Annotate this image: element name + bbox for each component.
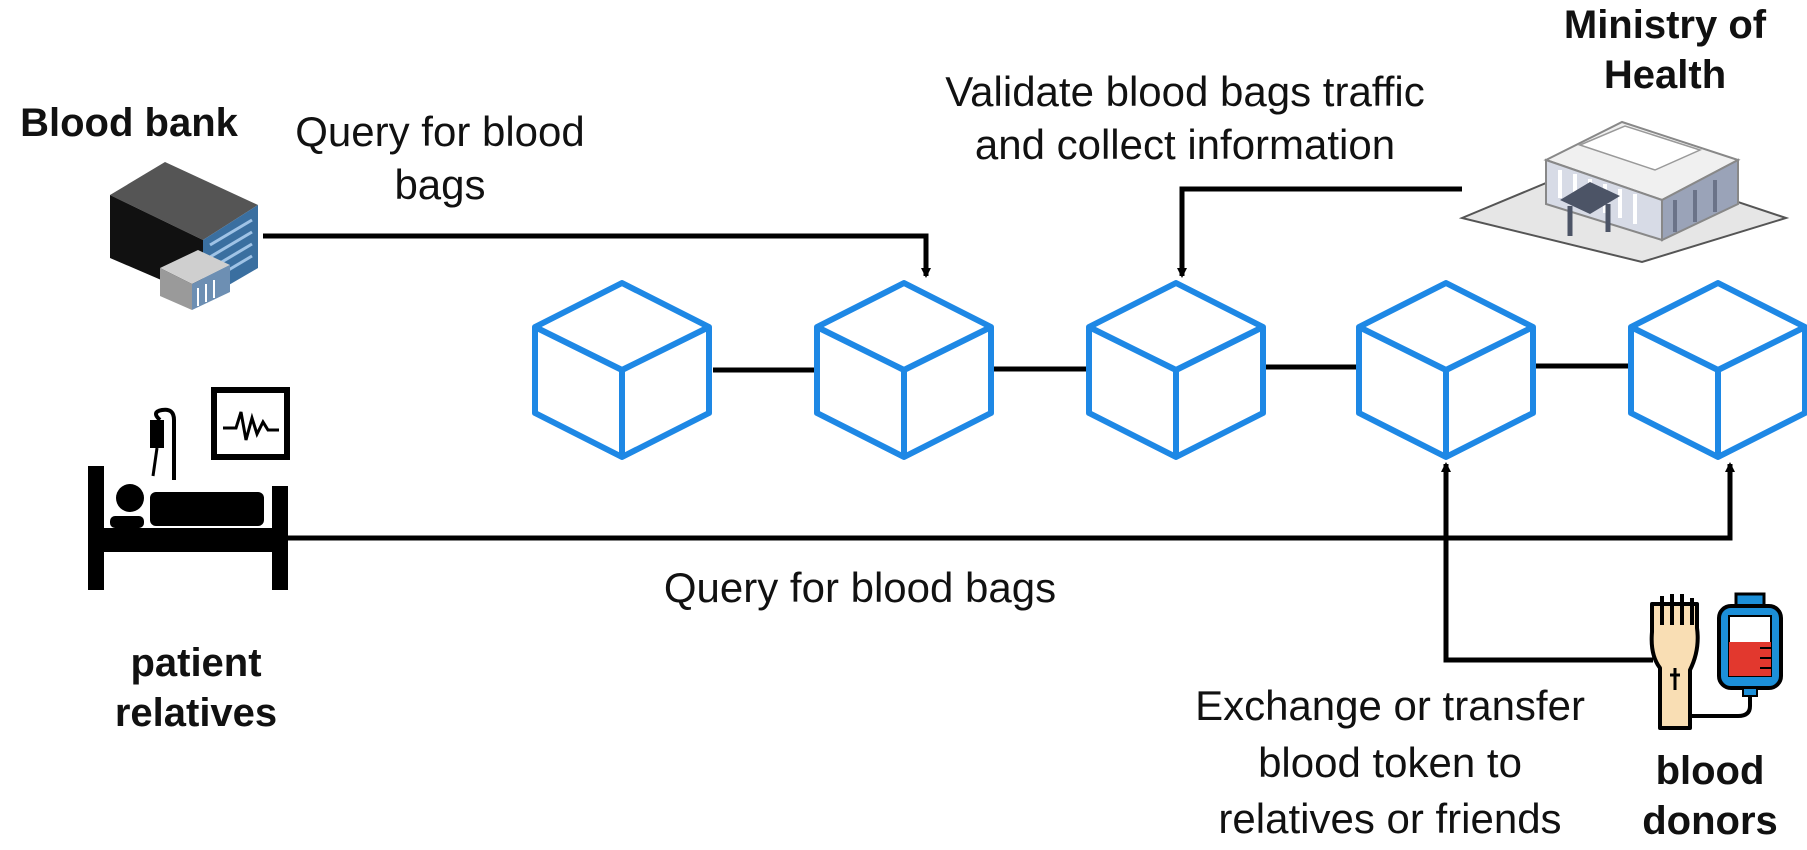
iv-drip-icon [154,407,176,480]
ministry-validate-label-line-1: Validate blood bags traffic [945,68,1425,115]
patient-query-label-text: Query for blood bags [663,564,1057,611]
hospital-bed-icon [88,387,290,590]
donor-to-block-arrow [1441,462,1653,663]
patient-query-label: Query for blood bags [600,562,1120,615]
block-4-icon [1356,280,1536,460]
blood-bank-label-text: Blood bank [20,101,238,145]
donors-label-line-1: blood [1655,749,1765,793]
patient-label: patient relatives [76,638,316,738]
ministry-label-line-1: Ministry of [1563,3,1767,47]
ministry-validate-label-line-2: and collect information [974,120,1396,168]
bank-to-block-arrow [263,233,931,278]
chain-links [713,363,1632,373]
donors-label-line-2: donors [1642,799,1778,843]
block-3-icon [1086,280,1266,460]
ministry-to-block-arrow [1177,186,1462,278]
patient-label-line-2: relatives [114,691,278,735]
block-2-icon [814,280,994,460]
blockchain [532,280,1807,460]
donor-exchange-label-line-1: Exchange or transfer [1195,682,1585,729]
ministry-label-line-2: Health [1603,53,1727,97]
patient-to-block-arrow [287,462,1735,541]
donor-exchange-label: Exchange or transfer blood token to rela… [1150,678,1630,848]
hospital-building-icon [110,162,258,310]
donors-label: blood donors [1620,746,1800,846]
government-building-icon [1458,120,1790,264]
bank-query-label: Query for blood bags [264,106,616,211]
donor-exchange-label-line-3: relatives or friends [1218,795,1562,843]
blood-donation-icon [1649,592,1783,730]
donor-exchange-label-line-2: blood token to [1258,738,1522,786]
bank-query-label-line-2: bags [394,160,486,208]
blood-bank-label: Blood bank [4,98,254,148]
block-1-icon [532,280,712,460]
ministry-validate-label: Validate blood bags traffic and collect … [895,66,1475,171]
arrows [263,186,1735,663]
block-5-icon [1628,280,1807,460]
patient-label-line-1: patient [130,641,262,685]
bank-query-label-line-1: Query for blood [295,108,585,155]
ministry-label: Ministry of Health [1530,0,1800,100]
